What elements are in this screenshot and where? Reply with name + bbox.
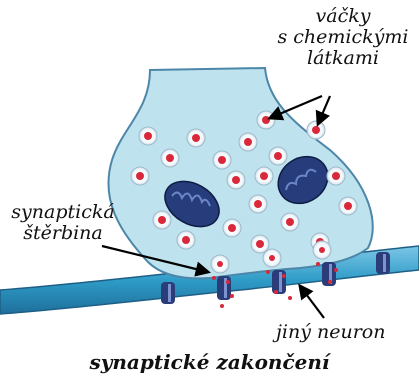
vesicle: [281, 213, 299, 231]
vesicle: [187, 129, 205, 147]
vesicle-fusing: [263, 249, 281, 267]
synaptic-cleft-label: synaptická štěrbina: [4, 202, 122, 244]
cleft-label-line-2: štěrbina: [4, 223, 122, 244]
receptor: [272, 270, 286, 294]
vesicle: [251, 235, 269, 253]
diagram-caption: synaptické zakončení: [0, 352, 419, 373]
cleft-label-line-1: synaptická: [4, 202, 122, 223]
other-neuron-label: jiný neuron: [276, 322, 385, 343]
arrow-vesicle-right: [318, 96, 330, 124]
vesicle-fusing: [211, 255, 229, 273]
vesicles-label-line-3: látkami: [268, 48, 418, 69]
vesicle: [327, 167, 345, 185]
vesicle: [269, 147, 287, 165]
vesicle-fusing: [313, 241, 331, 259]
vesicle: [255, 167, 273, 185]
vesicle: [257, 111, 275, 129]
vesicle: [213, 151, 231, 169]
arrow-neuron: [300, 286, 324, 318]
vesicle: [139, 127, 157, 145]
vesicle: [153, 211, 171, 229]
vesicle: [131, 167, 149, 185]
vesicle: [239, 133, 257, 151]
receptor: [161, 282, 175, 304]
vesicles-label: váčky s chemickými látkami: [268, 6, 418, 69]
vesicle: [223, 219, 241, 237]
vesicles-label-line-1: váčky: [268, 6, 418, 27]
vesicle: [177, 231, 195, 249]
vesicle: [339, 197, 357, 215]
receptor: [217, 276, 231, 300]
receptor: [376, 252, 390, 274]
vesicle: [161, 149, 179, 167]
vesicle: [307, 121, 325, 139]
vesicle: [227, 171, 245, 189]
vesicles-label-line-2: s chemickými: [268, 27, 418, 48]
vesicle: [249, 195, 267, 213]
